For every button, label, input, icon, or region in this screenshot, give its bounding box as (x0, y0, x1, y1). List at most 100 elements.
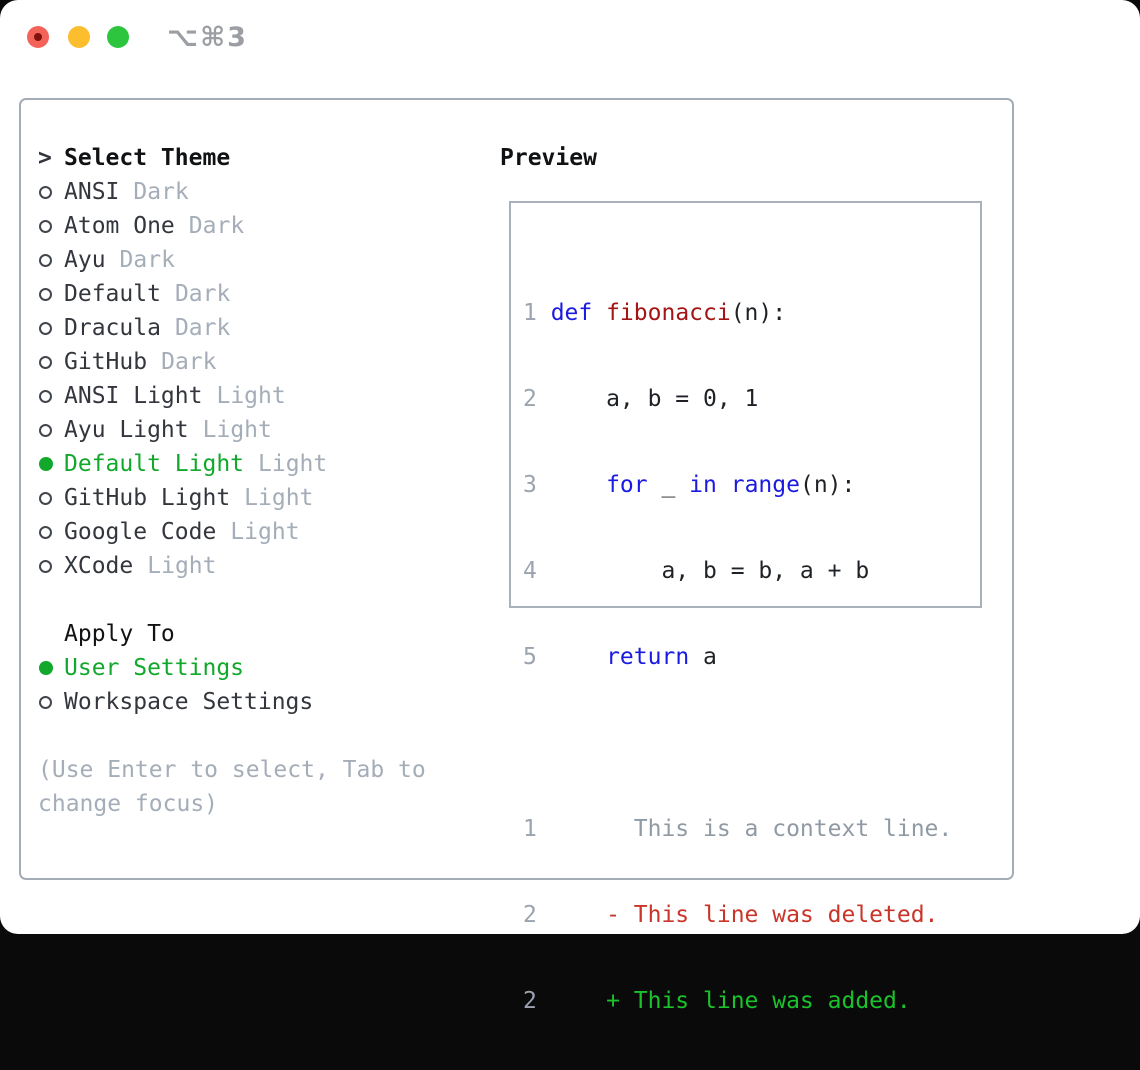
theme-list-title: Select Theme (64, 145, 231, 171)
code-line: 5 return a (523, 640, 980, 674)
line-number: 1 (523, 300, 537, 326)
theme-option-github-light[interactable]: GitHub Light Light (38, 481, 426, 515)
zoom-button[interactable] (107, 26, 129, 48)
theme-name: Ayu (64, 247, 106, 273)
code-token (717, 472, 731, 498)
code-token (551, 472, 606, 498)
radio-unselected-icon (38, 355, 64, 369)
theme-option-atom-one-dark[interactable]: Atom One Dark (38, 209, 426, 243)
theme-option-dracula-dark[interactable]: Dracula Dark (38, 311, 426, 345)
theme-variant: Light (230, 519, 300, 545)
code-token: (n): (799, 472, 856, 498)
apply-option-user-settings[interactable]: User Settings (38, 651, 426, 685)
line-number: 2 (523, 902, 537, 928)
theme-variant: Dark (133, 179, 189, 205)
code-token: a, b = 0, 1 (550, 386, 759, 412)
code-line: 3 for _ in range(n): (523, 468, 980, 502)
code-token: _ (647, 472, 690, 498)
radio-unselected-icon (38, 559, 64, 573)
theme-name: Ayu Light (64, 417, 189, 443)
window-title: ⌥⌘3 (167, 22, 248, 53)
radio-unselected-icon (38, 525, 64, 539)
list-gap (38, 719, 426, 753)
code-token: for (606, 472, 648, 498)
apply-option-workspace-settings[interactable]: Workspace Settings (38, 685, 426, 719)
theme-variant: Dark (119, 247, 175, 273)
theme-name: GitHub (64, 349, 148, 375)
radio-unselected-icon (38, 423, 64, 437)
window-titlebar: ⌥⌘3 (0, 0, 1140, 74)
theme-variant: Dark (174, 281, 231, 307)
cursor-icon: > (38, 145, 52, 171)
theme-variant: Light (202, 417, 272, 443)
radio-unselected-icon (38, 253, 64, 267)
keyboard-hint-line2: change focus) (38, 791, 219, 817)
theme-picker-panel: > Select Theme ANSI Dark Atom One Dark A… (19, 98, 1014, 1014)
theme-variant: Dark (188, 213, 245, 239)
code-token: + This line was added. (550, 988, 911, 1014)
close-button[interactable] (27, 26, 49, 48)
theme-option-ansi-dark[interactable]: ANSI Dark (38, 175, 426, 209)
code-token: in (689, 472, 717, 498)
theme-variant: Light (244, 485, 314, 511)
theme-variant: Light (147, 553, 217, 579)
theme-variant: Light (216, 383, 286, 409)
theme-name: Atom One (64, 213, 175, 239)
list-gap (38, 583, 426, 617)
theme-option-ayu-light[interactable]: Ayu Light Light (38, 413, 426, 447)
line-number: 1 (523, 816, 537, 842)
diff-context-line: 1 This is a context line. (523, 812, 980, 846)
line-number: 2 (523, 386, 537, 412)
code-line-blank (523, 726, 980, 760)
radio-unselected-icon (38, 695, 64, 709)
radio-unselected-icon (38, 219, 64, 233)
theme-option-google-code[interactable]: Google Code Light (38, 515, 426, 549)
code-line: 2 a, b = 0, 1 (523, 382, 980, 416)
theme-variant: Light (258, 451, 328, 477)
theme-option-ayu-dark[interactable]: Ayu Dark (38, 243, 426, 277)
code-token: This is a context line. (550, 816, 953, 842)
apply-option-label: User Settings (64, 655, 245, 681)
theme-option-default-dark[interactable]: Default Dark (38, 277, 426, 311)
radio-unselected-icon (38, 287, 64, 301)
theme-option-github-dark[interactable]: GitHub Dark (38, 345, 426, 379)
apply-to-title: Apply To (64, 621, 175, 647)
theme-list: > Select Theme ANSI Dark Atom One Dark A… (38, 141, 426, 821)
code-token: return (606, 644, 690, 670)
theme-name: Google Code (64, 519, 217, 545)
theme-variant: Dark (174, 315, 231, 341)
line-number: 5 (523, 644, 537, 670)
theme-name: ANSI (64, 179, 120, 205)
radio-unselected-icon (38, 185, 64, 199)
theme-name: GitHub Light (64, 485, 231, 511)
code-token: (n): (730, 300, 787, 326)
line-number: 4 (523, 558, 537, 584)
code-token: a, b = b, a + b (550, 558, 870, 584)
line-number: 2 (523, 988, 537, 1014)
theme-name: Dracula (64, 315, 161, 341)
keyboard-hint-line1: (Use Enter to select, Tab to (38, 757, 426, 783)
diff-added-line: 2 + This line was added. (523, 984, 980, 1018)
theme-name: Default (64, 281, 161, 307)
theme-list-header-row: > Select Theme (38, 141, 426, 175)
code-token: def (550, 300, 607, 326)
code-line: 4 a, b = b, a + b (523, 554, 980, 588)
theme-variant: Dark (161, 349, 217, 375)
apply-to-header-row: Apply To (38, 617, 426, 651)
code-token: - This line was deleted. (550, 902, 939, 928)
minimize-button[interactable] (68, 26, 90, 48)
line-number: 3 (523, 472, 537, 498)
radio-unselected-icon (38, 389, 64, 403)
theme-option-ansi-light[interactable]: ANSI Light Light (38, 379, 426, 413)
theme-option-default-light-selected[interactable]: Default Light Light (38, 447, 426, 481)
radio-unselected-icon (38, 321, 64, 335)
theme-option-xcode[interactable]: XCode Light (38, 549, 426, 583)
radio-unselected-icon (38, 491, 64, 505)
diff-deleted-line: 2 - This line was deleted. (523, 898, 980, 932)
code-token: range (730, 472, 800, 498)
apply-option-label: Workspace Settings (64, 689, 314, 715)
code-token: a (689, 644, 717, 670)
